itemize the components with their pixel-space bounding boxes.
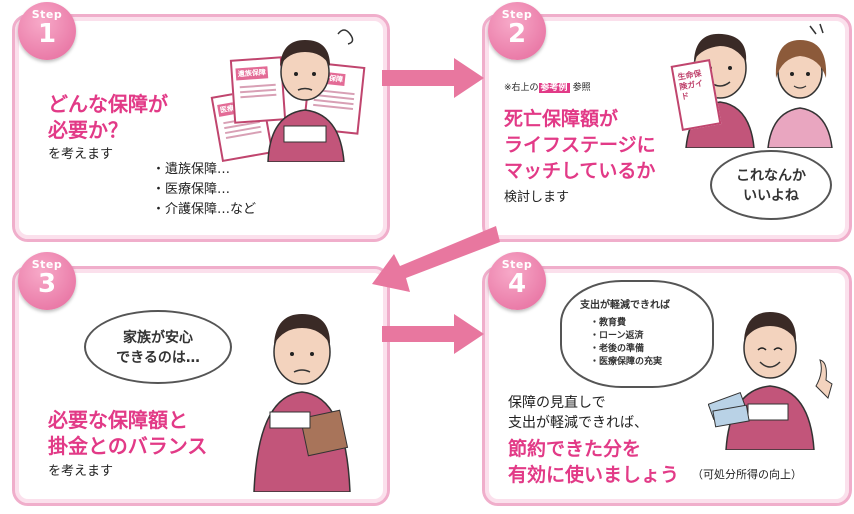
man-thinking-illustration xyxy=(267,29,354,162)
step1-title-line1: どんな保障が xyxy=(48,92,168,116)
step4-line2: 支出が軽減できれば、 xyxy=(508,415,648,431)
step-word: Step xyxy=(501,8,533,21)
step-word: Step xyxy=(31,258,63,271)
note-suffix: 参照 xyxy=(572,83,591,93)
arrow-right-icon xyxy=(382,58,484,98)
guidebook-label: 生命保険ガイド xyxy=(676,68,704,102)
step2-note: ※右上の参考例参照 xyxy=(504,80,591,93)
step1-list-item: ・遺族保障… xyxy=(152,162,231,177)
bubble-line: 家族が安心 xyxy=(123,330,193,346)
step4-thought-bubble: 支出が軽減できれば ・教育費 ・ローン返済 ・老後の準備 ・医療保障の充実 xyxy=(560,280,714,388)
bubble-title: 支出が軽減できれば xyxy=(580,300,670,311)
bubble-line: これなんか xyxy=(736,168,806,184)
bubble-item: ・医療保障の充実 xyxy=(590,357,663,367)
step1-badge: Step 1 xyxy=(18,2,76,60)
bubble-item: ・ローン返済 xyxy=(590,331,644,341)
step3-subtitle: を考えます xyxy=(48,464,114,479)
step2-badge: Step 2 xyxy=(488,2,546,60)
step1-title-line2: 必要か？ xyxy=(48,118,128,142)
step-word: Step xyxy=(31,8,63,21)
couple-reading-illustration xyxy=(685,23,833,148)
step4-title-line1: 節約できた分を xyxy=(508,438,642,460)
step-number: 4 xyxy=(507,269,527,299)
step-number: 3 xyxy=(37,269,57,299)
step-number: 2 xyxy=(507,19,527,49)
arrow-diagonal-icon xyxy=(372,226,500,292)
step2-title-line3: マッチしているか xyxy=(504,160,656,182)
step4-suffix: （可処分所得の向上） xyxy=(692,468,802,481)
arrow-right-icon xyxy=(382,314,484,354)
step3-title-line1: 必要な保障額と xyxy=(48,408,188,432)
step2-speech-bubble: これなんか いいよね xyxy=(710,150,832,220)
bubble-item: ・老後の準備 xyxy=(590,344,645,354)
step-word: Step xyxy=(501,258,533,271)
step2-title-line1: 死亡保障額が xyxy=(504,108,619,130)
step2-title-line2: ライフステージに xyxy=(504,134,656,156)
bubble-line: できるのは… xyxy=(116,350,200,366)
step1-list-item: ・介護保障…など xyxy=(152,202,257,217)
step3-title-line2: 掛金とのバランス xyxy=(48,434,208,458)
step-number: 1 xyxy=(37,19,57,49)
note-tag: 参考例 xyxy=(538,83,570,93)
step4-line1: 保障の見直しで xyxy=(508,395,606,411)
step1-list-item: ・医療保障… xyxy=(152,182,231,197)
step3-badge: Step 3 xyxy=(18,252,76,310)
man-smiling-illustration xyxy=(708,312,833,450)
step1-subtitle: を考えます xyxy=(48,147,114,162)
note-prefix: ※右上の xyxy=(504,83,539,93)
man-worried-illustration xyxy=(253,314,351,492)
step4-badge: Step 4 xyxy=(488,252,546,310)
bubble-line: いいよね xyxy=(743,188,799,204)
bubble-item: ・教育費 xyxy=(590,318,627,328)
step4-title-line2: 有効に使いましょう xyxy=(508,464,680,486)
step2-subtitle: 検討します xyxy=(504,190,570,205)
step3-speech-bubble: 家族が安心 できるのは… xyxy=(84,310,232,384)
